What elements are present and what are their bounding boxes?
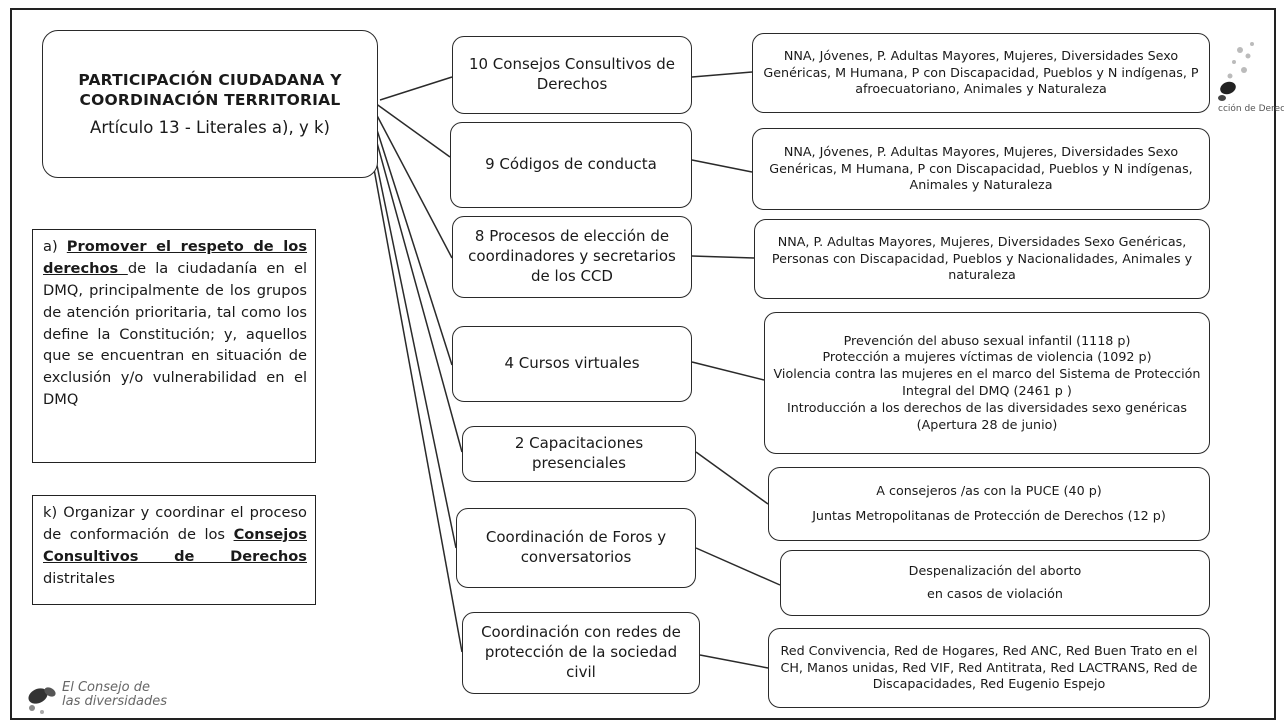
item-box-3: 8 Procesos de elección de coordinadores … xyxy=(452,216,692,298)
detail-7-text: Red Convivencia, Red de Hogares, Red ANC… xyxy=(780,642,1198,692)
item-box-7: Coordinación con redes de protección de … xyxy=(462,612,700,694)
logo-line-1: El Consejo de xyxy=(62,680,150,695)
detail-6-line-2: en casos de violación xyxy=(927,586,1063,601)
connector-main-item-4 xyxy=(369,107,453,366)
detail-1-text: NNA, Jóvenes, P. Adultas Mayores, Mujere… xyxy=(763,47,1199,97)
connector-item-6-detail xyxy=(695,547,781,586)
item-box-5: 2 Capacitaciones presenciales xyxy=(462,426,696,482)
detail-box-3: NNA, P. Adultas Mayores, Mujeres, Divers… xyxy=(754,219,1210,299)
consejo-logo-icon xyxy=(28,687,56,714)
item-box-4: 4 Cursos virtuales xyxy=(452,326,692,402)
item-box-6: Coordinación de Foros y conversatorios xyxy=(456,508,696,588)
detail-4-line-3: Violencia contra las mujeres en el marco… xyxy=(773,366,1201,398)
detail-box-1: NNA, Jóvenes, P. Adultas Mayores, Mujere… xyxy=(752,33,1210,113)
seal-text: cción de Derechos xyxy=(1218,104,1284,114)
note-k-prefix: k) Organizar y coordinar el proceso de c… xyxy=(43,504,307,543)
detail-5-line-2: Juntas Metropolitanas de Protección de D… xyxy=(812,508,1166,523)
connector-main-item-5 xyxy=(367,109,463,453)
connector-main-item-6 xyxy=(365,111,457,549)
detail-box-6: Despenalización del aborto en casos de v… xyxy=(780,550,1210,616)
slide-frame xyxy=(10,8,1276,720)
connector-main-item-3 xyxy=(371,105,453,259)
connector-item-2-detail xyxy=(691,159,753,173)
note-a-text: de la ciudadanía en el DMQ, principalmen… xyxy=(43,259,307,409)
connector-item-7-detail xyxy=(699,654,769,669)
connector-main-item-2 xyxy=(374,102,451,158)
item-label-1: 10 Consejos Consultivos de Derechos xyxy=(468,55,676,93)
item-label-3: 8 Procesos de elección de coordinadores … xyxy=(468,227,676,285)
detail-4-line-2: Protección a mujeres víctimas de violenc… xyxy=(822,349,1152,365)
main-title-line-1: PARTICIPACIÓN CIUDADANA Y xyxy=(78,70,342,89)
detail-box-4: Prevención del abuso sexual infantil (11… xyxy=(764,312,1210,454)
note-k-highlight: Consejos Consultivos de Derechos xyxy=(43,525,307,565)
detail-4-line-4: Introducción a los derechos de las diver… xyxy=(787,399,1187,432)
detail-box-7: Red Convivencia, Red de Hogares, Red ANC… xyxy=(768,628,1210,708)
main-subtitle: Artículo 13 - Literales a), y k) xyxy=(90,117,330,137)
detail-box-2: NNA, Jóvenes, P. Adultas Mayores, Mujere… xyxy=(752,128,1210,210)
note-k-text: distritales xyxy=(43,569,115,587)
item-label-2: 9 Códigos de conducta xyxy=(485,155,657,174)
detail-5-line-1: A consejeros /as con la PUCE (40 p) xyxy=(876,483,1102,499)
consejo-logo-text: El Consejo de las diversidades xyxy=(62,680,168,710)
detail-6-line-1: Despenalización del aborto xyxy=(908,563,1082,579)
item-box-1: 10 Consejos Consultivos de Derechos xyxy=(452,36,692,114)
connector-item-5-detail xyxy=(695,451,769,505)
connector-item-4-detail xyxy=(691,361,765,381)
item-label-5: 2 Capacitaciones presenciales xyxy=(514,434,644,472)
item-label-4: 4 Cursos virtuales xyxy=(504,354,640,373)
connector-item-1-detail xyxy=(691,71,753,78)
detail-2-text: NNA, Jóvenes, P. Adultas Mayores, Mujere… xyxy=(769,143,1193,193)
logo-line-2: las diversidades xyxy=(62,694,168,710)
note-literal-a: a) Promover el respeto de los derechos d… xyxy=(32,229,316,463)
item-box-2: 9 Códigos de conducta xyxy=(450,122,692,208)
connector-main-item-7 xyxy=(363,113,463,653)
note-literal-k: k) Organizar y coordinar el proceso de c… xyxy=(32,495,316,605)
detail-3-text: NNA, P. Adultas Mayores, Mujeres, Divers… xyxy=(771,233,1193,283)
note-a-prefix: a) xyxy=(43,238,67,255)
item-label-6: Coordinación de Foros y conversatorios xyxy=(485,528,667,566)
note-a-highlight: Promover el respeto de los derechos xyxy=(43,238,308,277)
main-topic-box: PARTICIPACIÓN CIUDADANA Y COORDINACIÓN T… xyxy=(42,30,378,178)
detail-box-5: A consejeros /as con la PUCE (40 p) Junt… xyxy=(768,467,1210,541)
stamp-seal-icon xyxy=(1218,42,1254,101)
connector-main-item-1 xyxy=(379,76,453,101)
detail-4-line-1: Prevención del abuso sexual infantil (11… xyxy=(843,332,1131,348)
main-title-line-2: COORDINACIÓN TERRITORIAL xyxy=(79,91,341,110)
item-label-7: Coordinación con redes de protección de … xyxy=(481,623,681,681)
connector-item-3-detail xyxy=(691,255,755,259)
